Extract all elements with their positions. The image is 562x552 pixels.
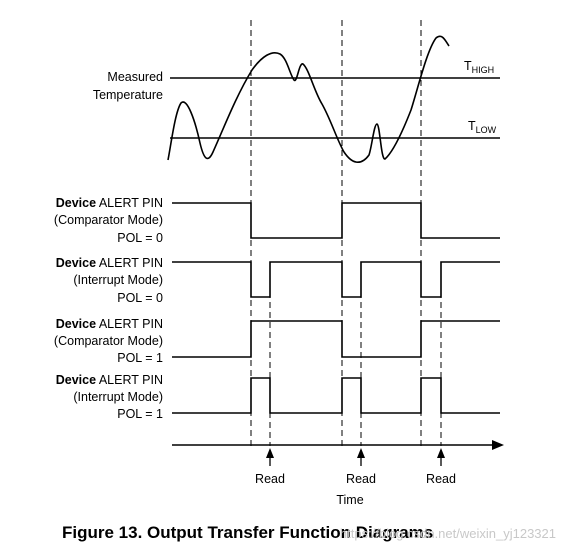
read-markers: Read Read Read	[255, 448, 456, 486]
signal-2-mode: (Interrupt Mode)	[73, 273, 163, 287]
thigh-label: THIGH	[464, 59, 494, 75]
measured-temperature-label-1: Measured	[107, 70, 163, 84]
signal-1-title: Device ALERT PIN	[56, 196, 163, 210]
signal-2-title: Device ALERT PIN	[56, 256, 163, 270]
signal-3-pol: POL = 1	[117, 351, 163, 365]
time-label: Time	[336, 493, 363, 507]
signal-4-pol: POL = 1	[117, 407, 163, 421]
transition-markers	[250, 20, 442, 446]
watermark: https://blog.csdn.net/weixin_yj123321	[340, 526, 556, 541]
signal-2-pol: POL = 0	[117, 291, 163, 305]
signal-1-waveform	[172, 202, 500, 239]
signal-4-mode: (Interrupt Mode)	[73, 390, 163, 404]
signal-1-pol: POL = 0	[117, 231, 163, 245]
tlow-label: TLOW	[468, 119, 497, 135]
signal-interrupt-pol1: Device ALERT PIN (Interrupt Mode) POL = …	[56, 373, 500, 421]
signal-3-mode: (Comparator Mode)	[54, 334, 163, 348]
time-axis: Time	[172, 440, 504, 507]
read-label: Read	[255, 472, 285, 486]
figure-caption: Figure 13. Output Transfer Function Diag…	[62, 523, 433, 542]
read-arrowhead	[357, 448, 365, 458]
temperature-section: Measured Temperature THIGH TLOW	[93, 35, 500, 163]
measured-temperature-label-2: Temperature	[93, 88, 163, 102]
signal-1-mode: (Comparator Mode)	[54, 213, 163, 227]
signal-comparator-pol1: Device ALERT PIN (Comparator Mode) POL =…	[54, 317, 500, 365]
read-arrowhead	[437, 448, 445, 458]
time-axis-arrowhead	[492, 440, 504, 450]
read-arrowhead	[266, 448, 274, 458]
temperature-curve	[167, 35, 450, 163]
signal-comparator-pol0: Device ALERT PIN (Comparator Mode) POL =…	[54, 196, 500, 245]
signal-interrupt-pol0: Device ALERT PIN (Interrupt Mode) POL = …	[56, 256, 500, 305]
signal-2-waveform	[172, 261, 500, 298]
signal-4-waveform	[172, 377, 500, 414]
signal-4-title: Device ALERT PIN	[56, 373, 163, 387]
read-label: Read	[426, 472, 456, 486]
signal-3-title: Device ALERT PIN	[56, 317, 163, 331]
read-label: Read	[346, 472, 376, 486]
signal-3-waveform	[172, 320, 500, 358]
